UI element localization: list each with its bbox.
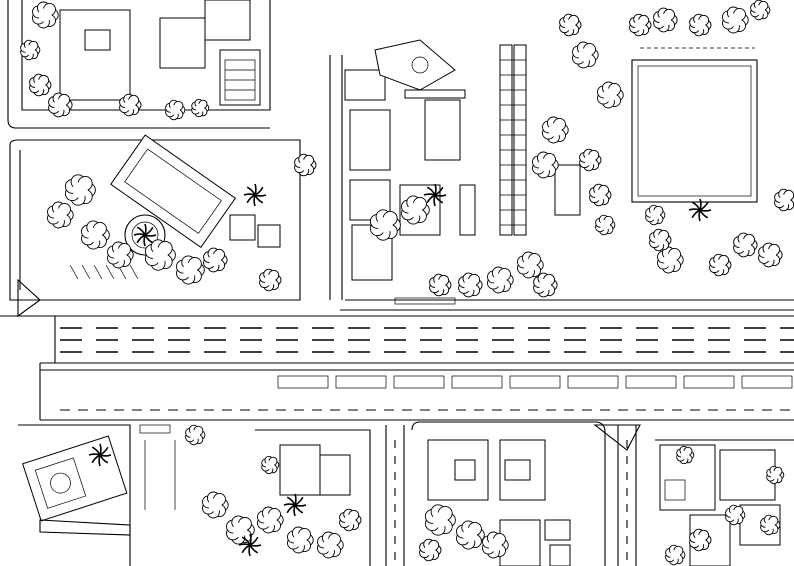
tree <box>589 183 612 207</box>
tree <box>665 544 686 566</box>
tree <box>709 253 732 277</box>
tree <box>257 506 284 534</box>
tree <box>202 491 229 519</box>
tree <box>629 13 652 37</box>
palm-tree <box>243 183 267 207</box>
tree <box>733 232 758 258</box>
tree <box>774 188 794 212</box>
left-commercial-lot <box>9 134 301 318</box>
tree <box>339 508 362 532</box>
tree <box>203 247 228 273</box>
tree <box>226 515 255 545</box>
tree <box>758 242 783 268</box>
median-island <box>683 375 735 389</box>
median-island <box>335 375 387 389</box>
tree <box>424 504 456 536</box>
tree <box>369 209 401 241</box>
tree <box>119 93 142 117</box>
median-island <box>509 375 561 389</box>
tree <box>750 0 771 21</box>
right-lot <box>631 47 758 203</box>
tree <box>725 504 746 526</box>
tree <box>657 246 684 274</box>
tree <box>532 151 559 179</box>
tree <box>47 201 74 229</box>
palm-tree <box>688 198 712 222</box>
tree <box>287 526 314 554</box>
tree <box>766 465 785 485</box>
median-island <box>741 375 793 389</box>
median-island <box>277 375 329 389</box>
tree <box>458 272 483 298</box>
tree <box>81 220 110 250</box>
tree <box>317 531 344 559</box>
tree <box>165 99 186 121</box>
palm-trees <box>88 183 712 557</box>
tree <box>559 13 582 37</box>
tree <box>456 520 485 550</box>
tree <box>533 272 558 298</box>
median-island <box>393 375 445 389</box>
tree <box>722 6 749 34</box>
palm-tree <box>423 183 447 207</box>
tree <box>419 538 442 562</box>
tree <box>29 73 52 97</box>
tree <box>107 241 134 269</box>
tree <box>48 92 73 118</box>
lane-markings <box>60 327 794 411</box>
tree <box>689 528 712 552</box>
tree <box>294 153 317 177</box>
tree <box>579 148 602 172</box>
main-road <box>0 315 794 421</box>
palm-tree <box>283 493 307 517</box>
tree <box>542 116 569 144</box>
tree <box>259 268 282 292</box>
trees <box>20 0 794 566</box>
tree <box>517 251 544 279</box>
palm-tree <box>238 533 262 557</box>
side-streets <box>329 55 641 566</box>
top-left-block <box>7 0 271 129</box>
median-island <box>451 375 503 389</box>
tree <box>482 531 509 559</box>
median-islands <box>277 375 793 389</box>
tree <box>429 273 452 297</box>
tree <box>261 455 280 475</box>
tree <box>595 214 616 236</box>
tree <box>689 13 712 37</box>
tree <box>191 98 210 118</box>
tree <box>653 7 678 33</box>
tree <box>176 255 205 285</box>
tree <box>144 239 176 271</box>
tree <box>760 514 781 536</box>
tree <box>185 424 206 446</box>
tree <box>64 174 96 206</box>
tree <box>20 39 41 61</box>
median-island <box>567 375 619 389</box>
palm-tree <box>88 443 112 467</box>
tree <box>401 195 430 225</box>
tree <box>32 1 59 29</box>
median-island <box>625 375 677 389</box>
palm-tree <box>133 223 157 247</box>
tree <box>572 41 599 69</box>
tree <box>676 445 695 465</box>
tree <box>487 266 514 294</box>
bottom-left-block <box>18 424 176 566</box>
tree <box>649 228 672 252</box>
bottom-center-blocks <box>255 421 606 566</box>
center-compound <box>340 39 794 311</box>
tree <box>597 81 624 109</box>
tree <box>645 204 666 226</box>
